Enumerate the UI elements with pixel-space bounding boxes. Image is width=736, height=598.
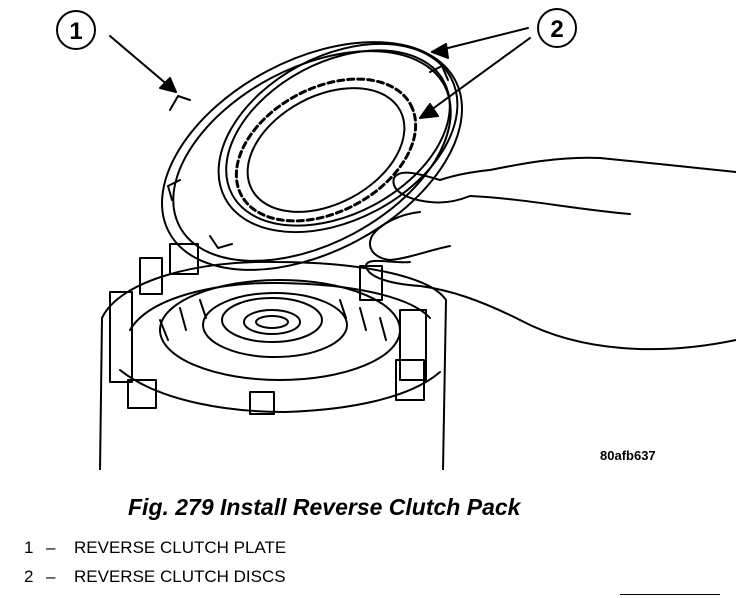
legend-label: REVERSE CLUTCH DISCS bbox=[74, 567, 286, 586]
reverse-clutch-plate-drawing bbox=[161, 41, 463, 271]
legend-number: 1 bbox=[24, 538, 34, 557]
legend-item: 1–REVERSE CLUTCH PLATE bbox=[24, 538, 286, 558]
legend-item: 2–REVERSE CLUTCH DISCS bbox=[24, 567, 286, 587]
figure-code: 80afb637 bbox=[600, 448, 656, 463]
legend-separator: – bbox=[46, 567, 56, 586]
figure-caption: Fig. 279 Install Reverse Clutch Pack bbox=[128, 494, 521, 520]
legend-number: 2 bbox=[24, 567, 34, 586]
reverse-clutch-discs-drawing bbox=[217, 42, 459, 234]
clutch-drum bbox=[99, 243, 447, 470]
legend-label: REVERSE CLUTCH PLATE bbox=[74, 538, 287, 557]
callout-1-label: 1 bbox=[69, 18, 82, 45]
callout-2-label: 2 bbox=[550, 16, 563, 43]
callout-2: 2 bbox=[419, 8, 577, 119]
divider bbox=[620, 594, 720, 595]
clutch-pack-illustration: 1 2 bbox=[56, 8, 736, 470]
callout-1: 1 bbox=[56, 10, 177, 93]
legend-separator: – bbox=[46, 538, 56, 557]
hand-drawing bbox=[365, 156, 736, 351]
